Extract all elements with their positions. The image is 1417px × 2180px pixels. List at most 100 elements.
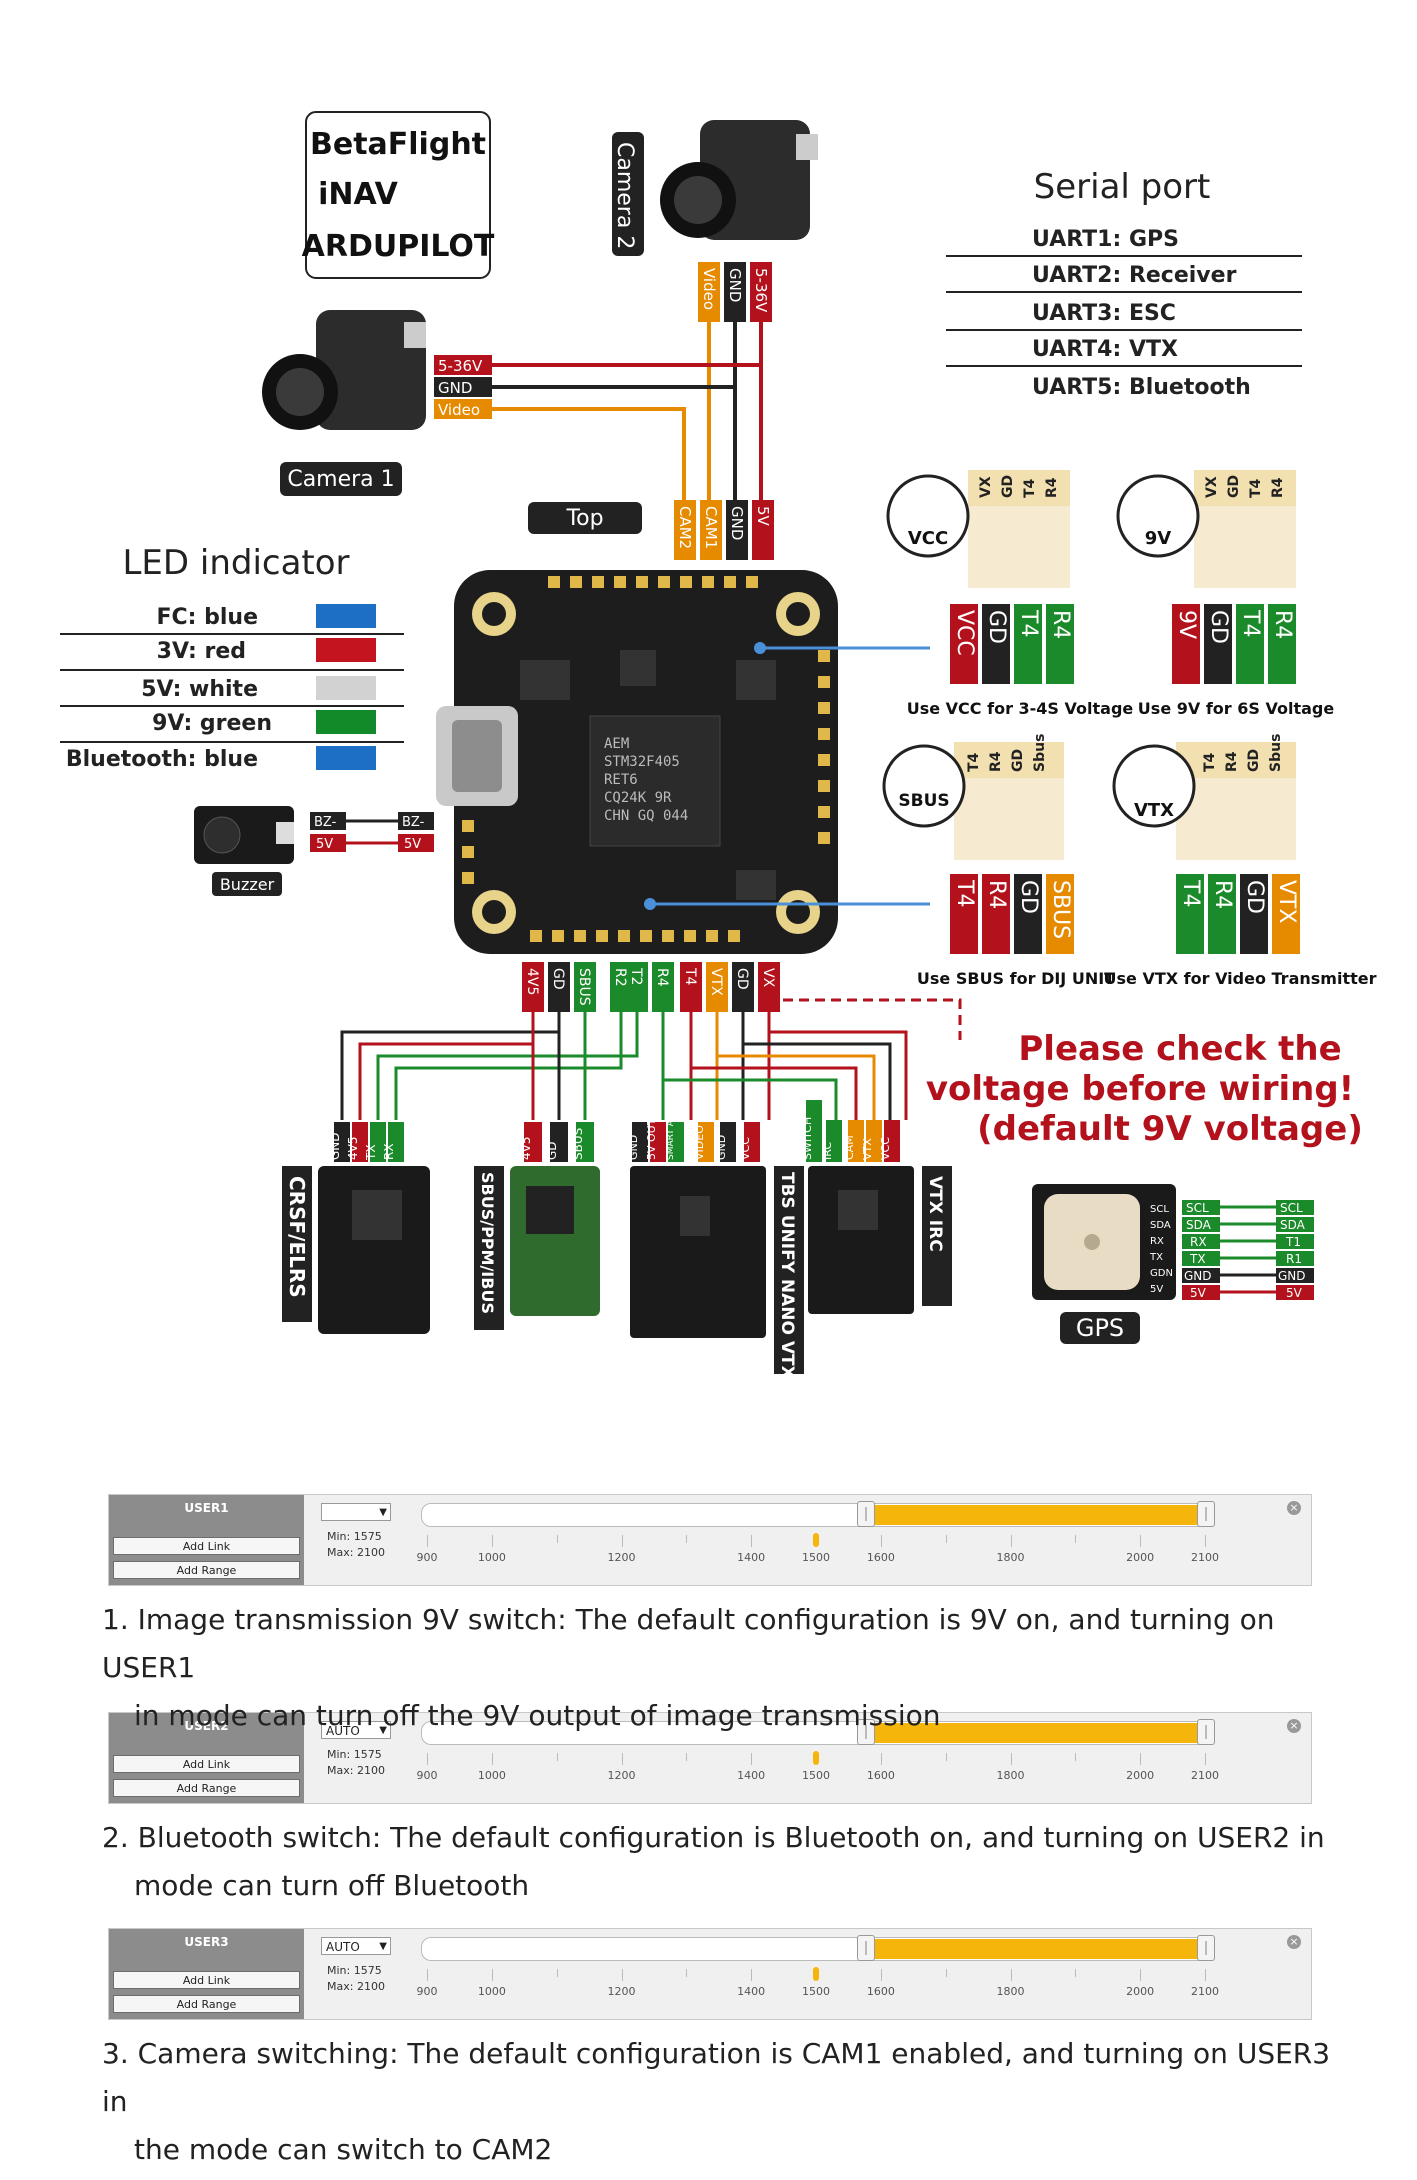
crsf-name: CRSF/ELRS — [285, 1176, 309, 1298]
led-swatch-fc — [316, 604, 376, 628]
scale-tick-label: 1200 — [607, 1551, 636, 1564]
camera2-wire-gnd: GND — [726, 268, 744, 302]
add-link-button[interactable]: Add Link — [113, 1971, 300, 1989]
mode-link-select[interactable]: AUTO▼ — [321, 1721, 391, 1739]
mode-max: Max: 2100 — [327, 1764, 385, 1777]
bottom-pad-t4: T4 — [682, 967, 698, 986]
range-slider-track[interactable] — [421, 1501, 1215, 1527]
camera1-wire-5-36v: 5-36V — [438, 357, 483, 375]
range-handle-high[interactable] — [1197, 1501, 1215, 1527]
note-3-line-1: 3. Camera switching: The default configu… — [102, 2037, 1331, 2118]
gps-wire-right-scl: SCL — [1280, 1201, 1303, 1215]
connector-sbus-note: Use SBUS for DIJ UNIT — [917, 969, 1115, 988]
gps-wire-left-scl: SCL — [1186, 1201, 1209, 1215]
scale-tick — [1205, 1753, 1206, 1765]
scale-tick — [491, 1753, 493, 1765]
add-range-button[interactable]: Add Range — [113, 1995, 300, 2013]
scale-tick-label: 1200 — [607, 1985, 636, 1998]
close-icon[interactable]: × — [1287, 1501, 1301, 1515]
scale-tick — [945, 1969, 947, 1977]
camera1: Camera 1 — [262, 310, 426, 496]
scale-tick-label: 2100 — [1191, 1551, 1219, 1564]
led-row-fc: FC: blue — [156, 605, 258, 630]
warning-line-3: (default 9V voltage) — [977, 1109, 1363, 1149]
range-fill — [865, 1723, 1206, 1743]
led-row-9v: 9V: green — [152, 711, 272, 736]
scale-tick — [1140, 1535, 1142, 1547]
scale-tick-label: 2000 — [1126, 1769, 1155, 1782]
chip-line-4: CQ24K 9R — [604, 790, 672, 806]
connector-vcc-badge: VCC — [908, 528, 948, 549]
scale-tick — [1010, 1535, 1012, 1547]
mode-link-select[interactable]: AUTO▼ — [321, 1937, 391, 1955]
scale-tick — [945, 1535, 947, 1543]
connector-sbus-header-2: R4 — [988, 751, 1004, 772]
add-range-button[interactable]: Add Range — [113, 1779, 300, 1797]
connector-9v-pin-4: R4 — [1270, 610, 1295, 639]
range-slider-track[interactable] — [421, 1719, 1215, 1745]
range-handle-high[interactable] — [1197, 1935, 1215, 1961]
range-handle-high[interactable] — [1197, 1719, 1215, 1745]
range-handle-low[interactable] — [856, 1935, 875, 1961]
close-icon[interactable]: × — [1287, 1935, 1301, 1949]
connector-vtx-header-4: Sbus — [1268, 734, 1284, 772]
add-link-button[interactable]: Add Link — [113, 1537, 300, 1555]
connector-vtx-header-1: T4 — [1202, 752, 1218, 772]
tbs-pin-vcc: VCC — [739, 1137, 752, 1160]
bottom-pad-gd: GD — [550, 968, 566, 990]
warning-text: Please check the voltage before wiring! … — [926, 1029, 1363, 1149]
range-slider-track[interactable] — [421, 1935, 1215, 1961]
note-2-line-1: 2. Bluetooth switch: The default configu… — [102, 1821, 1325, 1854]
gps-wire-left-gnd: GND — [1184, 1269, 1212, 1283]
scale-tick-label: 1000 — [477, 1551, 506, 1564]
receiver-vtx-irc: SWITCH IRC CAM VTX VCC VTX IRC — [801, 1100, 952, 1314]
bottom-wires — [340, 998, 962, 1120]
range-handle-low[interactable] — [856, 1719, 875, 1745]
firmware-inav: iNAV — [318, 177, 399, 212]
buzzer: Buzzer BZ- 5V BZ- 5V — [194, 806, 434, 896]
buzzer-wire-bz-right: BZ- — [402, 815, 425, 830]
wiring-diagram: BetaFlight iNAV ARDUPILOT Camera 2 Video… — [60, 111, 1377, 1374]
scale-tick — [686, 1535, 688, 1543]
led-swatch-3v — [316, 638, 376, 662]
mode-max: Max: 2100 — [327, 1546, 385, 1559]
close-icon[interactable]: × — [1287, 1719, 1301, 1733]
connector-vcc: VX GD T4 R4 VCC VCC GD T4 R4 Use VCC for… — [886, 470, 1133, 718]
gps-wire-right-gnd: GND — [1278, 1269, 1306, 1283]
scale-tick — [751, 1535, 753, 1547]
led-row-5v: 5V: white — [141, 677, 258, 702]
tbs-pin-smartaudio: SMART AUDIO — [666, 1097, 676, 1160]
note-2: 2. Bluetooth switch: The default configu… — [102, 1814, 1342, 1910]
add-range-button[interactable]: Add Range — [113, 1561, 300, 1579]
crsf-pin-4v5: 4V5 — [346, 1137, 360, 1160]
scale-tick — [751, 1753, 753, 1765]
flight-controller: AEM STM32F405 RET6 CQ24K 9R CHN GQ 044 — [436, 570, 838, 954]
connector-vtx-header-2: R4 — [1224, 751, 1240, 772]
chevron-down-icon: ▼ — [379, 1507, 387, 1518]
bottom-pads: 4V5 GD SBUS R2 T2 R4 T4 VTX GD VX — [522, 962, 780, 1012]
top-pads: CAM2 CAM1 GND 5V Top — [528, 500, 774, 560]
connector-vcc-header-4: R4 — [1044, 477, 1060, 498]
range-fill — [865, 1505, 1206, 1525]
gps-module-pin-rx: RX — [1150, 1236, 1164, 1247]
gps-module-pin-sda: SDA — [1150, 1220, 1171, 1231]
mode-link-select[interactable]: ▼ — [321, 1503, 391, 1521]
connector-vtx-header-3: GD — [1246, 749, 1262, 772]
camera2-wires: Video GND 5-36V — [698, 262, 772, 500]
led-title: LED indicator — [122, 543, 349, 583]
range-handle-low[interactable] — [856, 1501, 875, 1527]
scale-tick — [1010, 1969, 1012, 1981]
scale-tick — [1140, 1753, 1142, 1765]
connector-sbus: T4 R4 GD Sbus SBUS T4 R4 GD SBUS Use SBU… — [882, 734, 1115, 988]
connector-vtx-pin-4: VTX — [1274, 880, 1299, 924]
connector-vcc-header-2: GD — [1000, 475, 1016, 498]
bottom-pad-t2: T2 — [628, 967, 644, 985]
add-link-button[interactable]: Add Link — [113, 1755, 300, 1773]
gps-module-pin-gdn: GDN — [1150, 1268, 1173, 1279]
connector-9v-note: Use 9V for 6S Voltage — [1138, 699, 1335, 718]
gps-module: SCL SDA RX TX GDN 5V GPS SCL SDA RX TX G… — [1032, 1184, 1314, 1344]
vtxirc-name: VTX IRC — [925, 1176, 945, 1252]
scale-tick-label: 1500 — [802, 1985, 830, 1998]
scale-tick-label: 1000 — [477, 1985, 506, 1998]
